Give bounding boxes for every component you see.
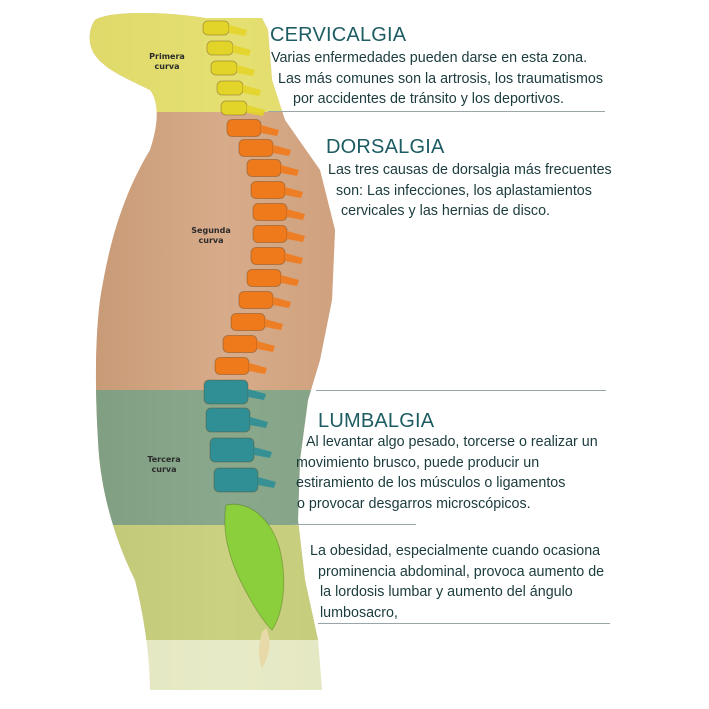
cervicalgia-divider: [268, 111, 605, 112]
dorsalgia-divider: [316, 390, 606, 391]
cervical-vertebra: [206, 40, 234, 56]
spine: [202, 20, 305, 668]
cervical-vertebra-process: [237, 65, 255, 76]
thoracic-vertebra: [250, 181, 286, 199]
thoracic-vertebra-process: [281, 165, 299, 176]
lumbar-vertebra: [203, 379, 249, 405]
thoracic-vertebra-process: [285, 253, 303, 264]
lumbalgia-text: Al levantar algo pesado, torcerse o real…: [296, 434, 598, 512]
dorsalgia-text: Las tres causas de dorsalgia más frecuen…: [328, 162, 612, 219]
lumbar-vertebra: [205, 407, 251, 433]
thoracic-vertebra-process: [285, 187, 303, 198]
thoracic-vertebra: [230, 313, 266, 331]
thoracic-vertebra: [246, 269, 282, 287]
thoracic-vertebra: [252, 225, 288, 243]
thoracic-vertebra-process: [287, 231, 305, 242]
cervical-vertebra: [210, 60, 238, 76]
thoracic-vertebra-process: [287, 209, 305, 220]
lumbalgia-title: LUMBALGIA: [318, 410, 435, 432]
lumbalgia-divider: [294, 524, 416, 525]
second-curve-label: Segunda curva: [191, 226, 231, 245]
thoracic-vertebra-process: [249, 363, 267, 374]
thoracic-vertebra-process: [281, 275, 299, 286]
lumbar-vertebra-process: [254, 447, 272, 458]
obesidad-divider: [318, 623, 610, 624]
lumbar-vertebra: [213, 467, 259, 493]
thoracic-vertebra-process: [257, 341, 275, 352]
thoracic-vertebra-process: [265, 319, 283, 330]
thoracic-vertebra-process: [273, 145, 291, 156]
sacrum: [224, 503, 285, 631]
thoracic-vertebra: [246, 159, 282, 177]
thoracic-vertebra: [250, 247, 286, 265]
thoracic-vertebra: [252, 203, 288, 221]
cervical-vertebra-process: [247, 105, 265, 116]
thoracic-vertebra: [222, 335, 258, 353]
lumbar-vertebra-process: [258, 477, 276, 488]
third-curve-label: Tercera curva: [147, 455, 181, 474]
cervical-vertebra: [216, 80, 244, 96]
thoracic-vertebra-process: [273, 297, 291, 308]
cervical-vertebra-process: [243, 85, 261, 96]
obesidad-text: La obesidad, especialmente cuando ocasio…: [310, 543, 605, 621]
cervicalgia-title: CERVICALGIA: [270, 24, 407, 46]
thoracic-vertebra-process: [261, 125, 279, 136]
first-curve-label: Primera curva: [149, 52, 185, 71]
thoracic-vertebra: [214, 357, 250, 375]
cervical-vertebra: [202, 20, 230, 36]
thoracic-vertebra: [238, 291, 274, 309]
cervical-vertebra: [220, 100, 248, 116]
lumbar-vertebra-process: [250, 417, 268, 428]
thoracic-vertebra: [226, 119, 262, 137]
dorsalgia-title: DORSALGIA: [326, 136, 445, 158]
cervical-vertebra-process: [233, 45, 251, 56]
lumbar-vertebra-process: [248, 389, 266, 400]
cervicalgia-text: Varias enfermedades pueden darse en esta…: [271, 50, 603, 107]
coccyx: [259, 628, 270, 668]
lumbar-vertebra: [209, 437, 255, 463]
cervical-vertebra-process: [229, 25, 247, 36]
thoracic-vertebra: [238, 139, 274, 157]
